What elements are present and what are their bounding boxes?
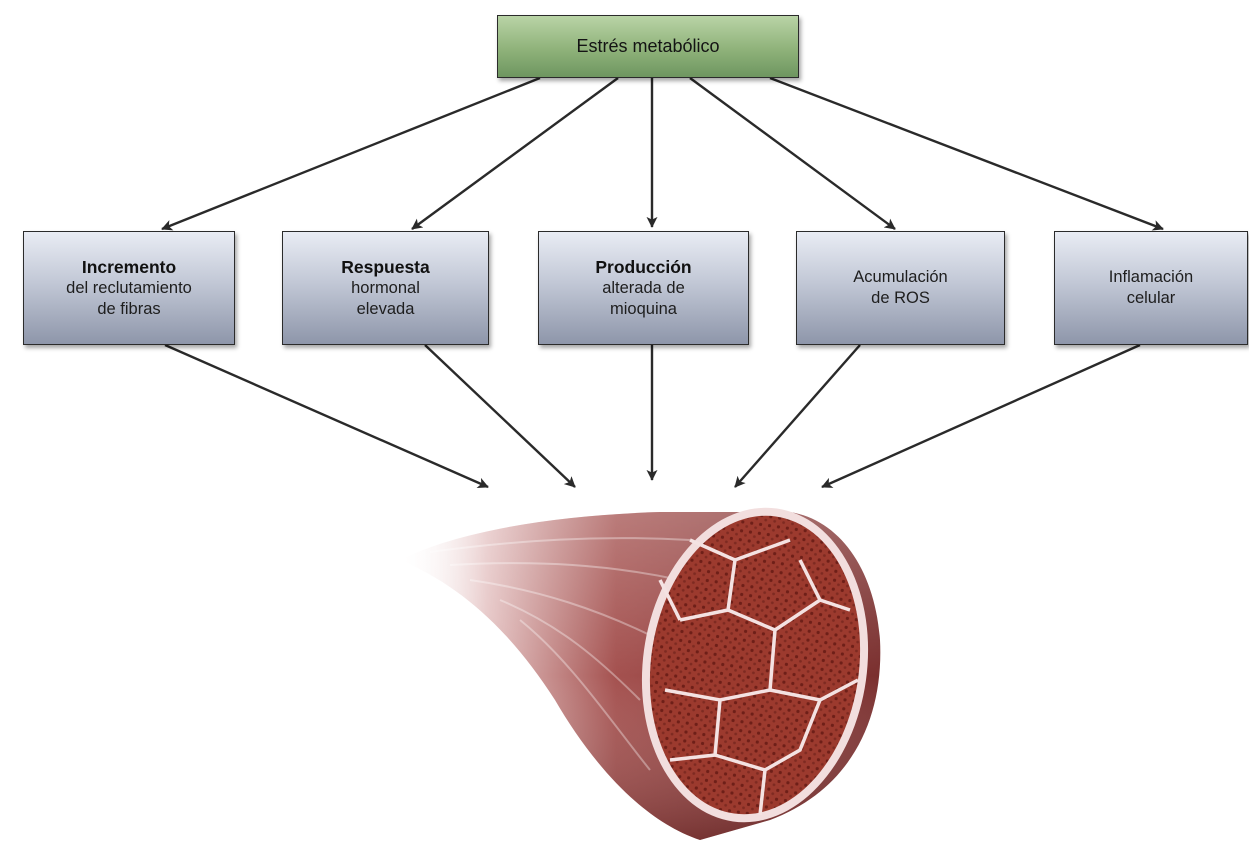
- arrow-inflamacion-to-muscle: [821, 343, 1141, 489]
- factor-inflamacion: Inflamación celular: [1054, 231, 1248, 345]
- factor-line: Inflamación: [1108, 268, 1194, 286]
- factor-line: Acumulación: [853, 268, 948, 286]
- factor-line: celular: [1126, 289, 1176, 307]
- factor-title: Producción: [595, 256, 692, 277]
- factor-produccion: Producción alterada de mioquina: [538, 231, 749, 345]
- factor-acumulacion: Acumulación de ROS: [796, 231, 1005, 345]
- arrow-root-to-acumulacion: [689, 77, 896, 230]
- factor-line: de ROS: [871, 289, 930, 307]
- factor-title: Incremento: [81, 256, 177, 277]
- root-arrows: [161, 76, 1164, 231]
- muscle-cross-section-icon: [400, 507, 881, 840]
- arrow-root-to-respuesta: [411, 77, 619, 230]
- factor-line: mioquina: [610, 299, 677, 318]
- root-label: Estrés metabólico: [576, 36, 720, 56]
- factor-line: de fibras: [97, 299, 161, 318]
- factor-line: del reclutamiento: [66, 278, 192, 297]
- factor-title: Respuesta: [341, 256, 430, 277]
- factor-arrows: [164, 343, 1141, 489]
- factor-line: alterada de: [602, 278, 685, 297]
- arrow-root-to-inflamacion: [769, 76, 1164, 231]
- factor-respuesta: Respuesta hormonal elevada: [282, 231, 489, 345]
- factor-line: elevada: [356, 299, 415, 318]
- arrow-respuesta-to-muscle: [424, 344, 576, 488]
- factor-incremento: Incremento del reclutamiento de fibras: [23, 231, 235, 345]
- arrow-root-to-incremento: [161, 76, 541, 231]
- factor-line: hormonal: [351, 278, 420, 297]
- arrow-acumulacion-to-muscle: [734, 344, 861, 488]
- arrow-incremento-to-muscle: [164, 343, 489, 489]
- root-node: Estrés metabólico: [497, 15, 799, 78]
